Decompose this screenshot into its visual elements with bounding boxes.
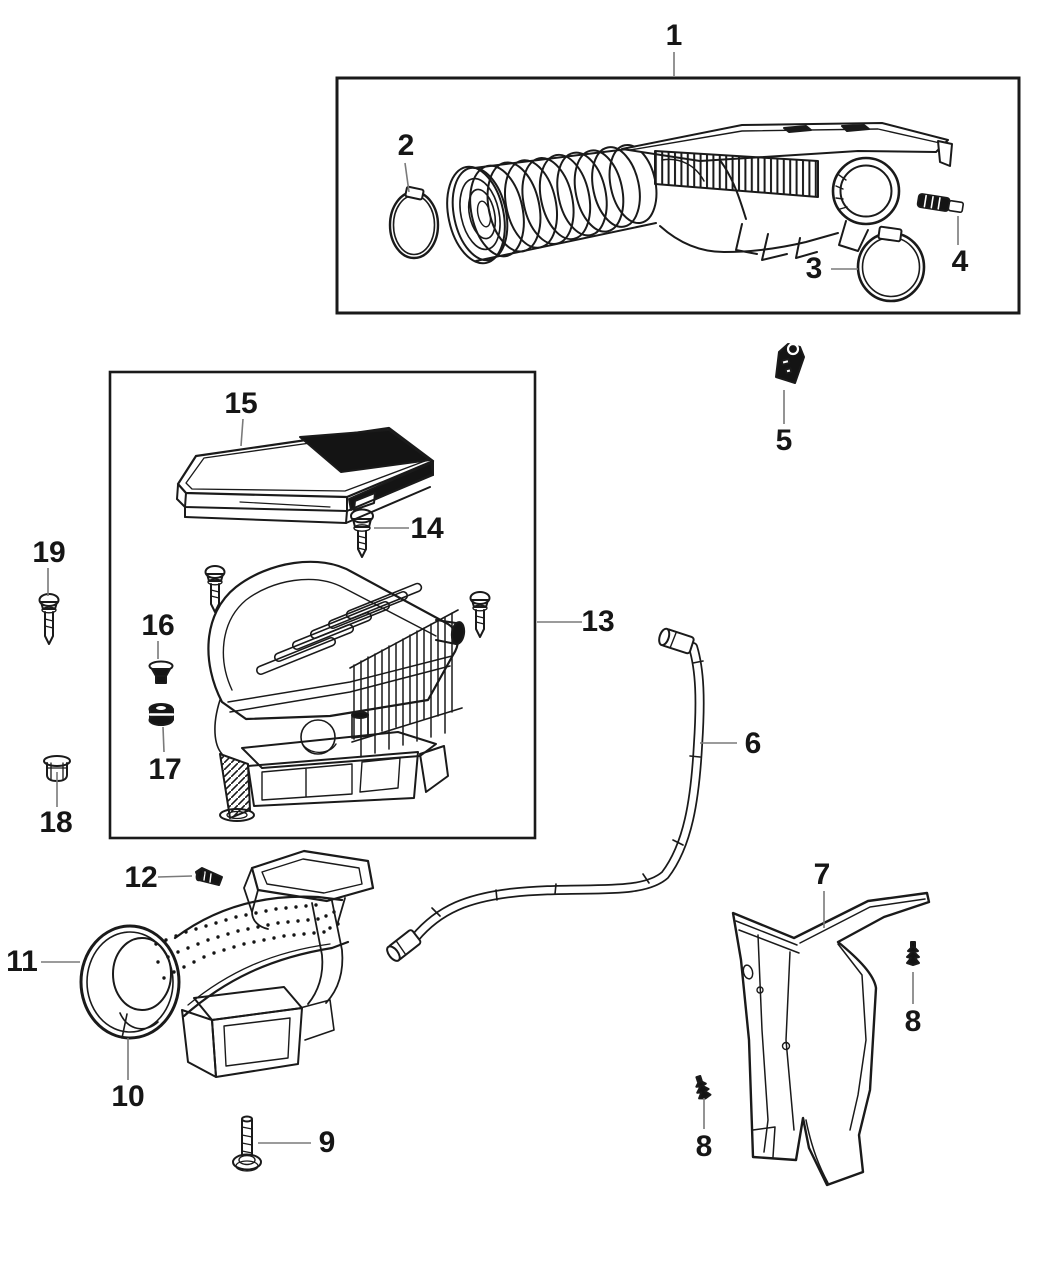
part-push-pin-16 <box>148 660 174 684</box>
part-air-cleaner-body <box>207 560 466 822</box>
callout-1: 1 <box>665 19 683 52</box>
grille-band <box>654 150 819 198</box>
clamp-2 <box>388 185 440 260</box>
part-air-inlet-hose-assembly <box>388 122 965 303</box>
callout-4: 4 <box>951 245 969 278</box>
callout-19: 19 <box>32 536 66 569</box>
leader-line-17 <box>162 726 165 753</box>
leader-line-12 <box>157 875 193 878</box>
inlet-hose-panel <box>335 76 1021 315</box>
part-bolt-19 <box>38 593 60 645</box>
part-intake-duct <box>79 849 375 1172</box>
callout-15: 15 <box>224 387 258 420</box>
part-bolt-14 <box>350 508 374 558</box>
callout-8: 8 <box>904 1005 922 1038</box>
callout-2: 2 <box>397 129 415 162</box>
part-air-filter <box>176 426 435 524</box>
part-pin-12 <box>195 867 223 886</box>
outlet-ring <box>831 156 901 226</box>
sensor-4 <box>916 193 965 214</box>
callout-11: 11 <box>6 945 38 978</box>
part-clip-8-left <box>695 1074 712 1100</box>
housing-screw-right <box>469 591 491 638</box>
callout-16: 16 <box>141 609 175 642</box>
part-bellmouth-ring-11 <box>79 924 181 1040</box>
callout-9: 9 <box>318 1126 336 1159</box>
leader-line-15 <box>240 418 244 447</box>
callout-3: 3 <box>805 252 823 285</box>
callout-13: 13 <box>581 605 615 638</box>
part-heat-shield-7 <box>731 891 931 1187</box>
callout-6: 6 <box>744 727 762 760</box>
air-cleaner-panel <box>108 370 537 840</box>
part-screw-9 <box>232 1115 262 1172</box>
part-grommet-17 <box>148 703 175 726</box>
clamp-3 <box>856 225 926 303</box>
callout-10: 10 <box>111 1080 145 1113</box>
callout-7: 7 <box>813 858 831 891</box>
leader-line-2 <box>404 162 410 193</box>
callout-18: 18 <box>39 806 73 839</box>
part-clip-8-right <box>906 941 920 966</box>
callout-14: 14 <box>410 512 444 545</box>
part-sensor-5 <box>775 342 805 384</box>
callout-12: 12 <box>124 861 158 894</box>
part-air-hose-6 <box>386 627 705 962</box>
callout-5: 5 <box>775 424 793 457</box>
callout-8: 8 <box>695 1130 713 1163</box>
callout-17: 17 <box>148 753 182 786</box>
